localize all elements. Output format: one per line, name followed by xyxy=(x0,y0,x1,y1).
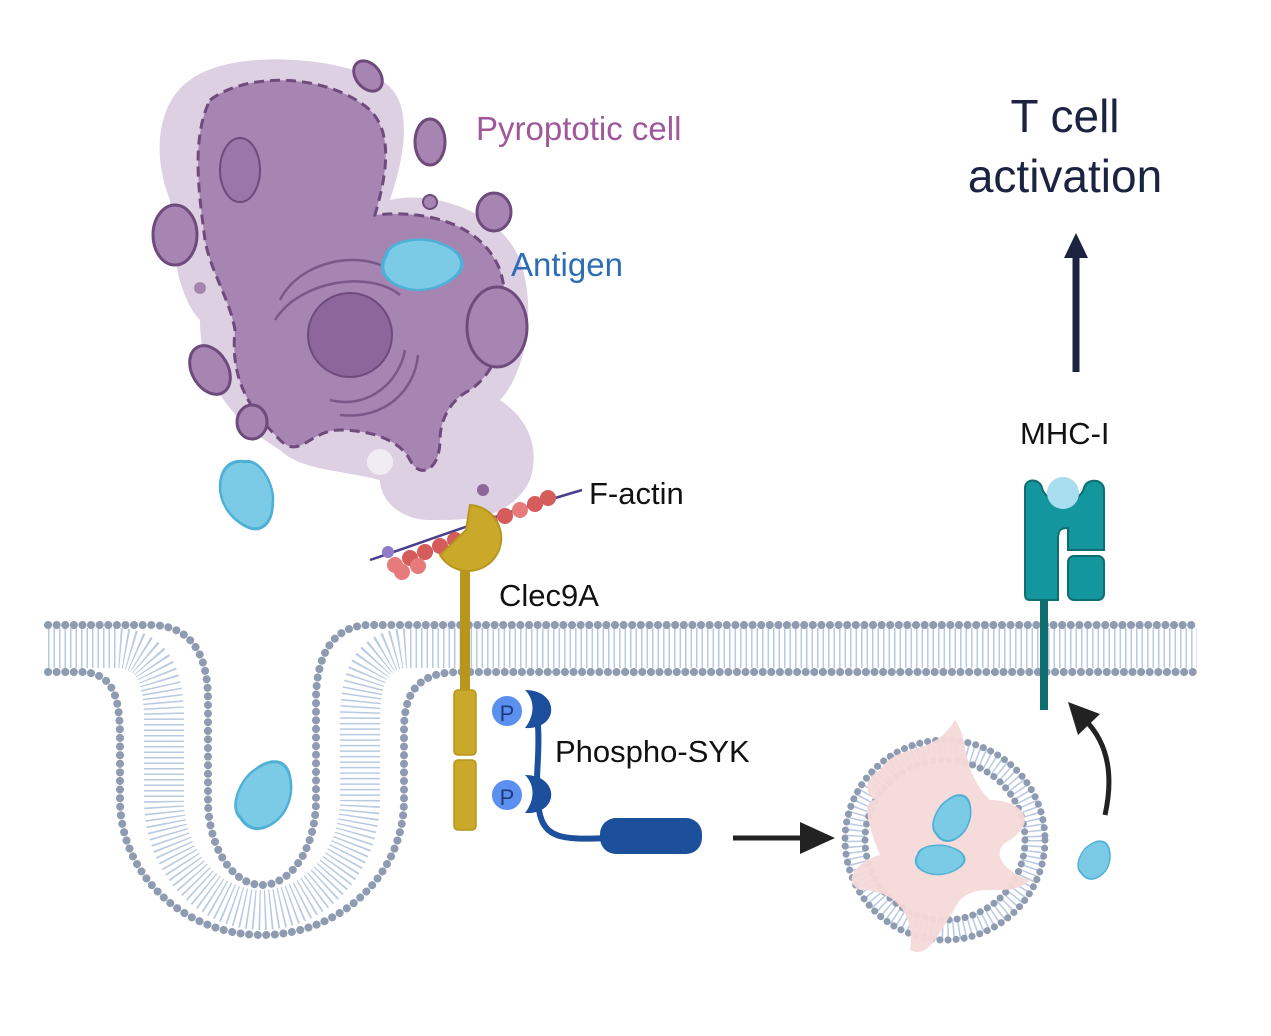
antigen-free xyxy=(209,451,285,539)
clec9a-label: Clec9A xyxy=(499,578,599,613)
pyroptotic-cell xyxy=(151,59,534,521)
phosphate-icon xyxy=(490,694,524,728)
phosphate-label-2: P xyxy=(500,785,515,810)
arrow-right-icon xyxy=(733,822,835,854)
mhc-i-molecule xyxy=(1024,477,1105,710)
curved-arrow-icon xyxy=(1068,702,1112,816)
phosphate-label-1: P xyxy=(500,701,515,726)
mhc-i-label: MHC-I xyxy=(1020,416,1110,451)
antigen-peptide xyxy=(1071,834,1119,886)
phospho-syk xyxy=(490,690,702,854)
t-cell-activation-label: T cell activation xyxy=(967,90,1163,202)
f-actin-label: F-actin xyxy=(589,476,684,511)
clec9a-receptor xyxy=(438,503,503,831)
arrow-up-icon xyxy=(1064,233,1088,372)
phospho-syk-label: Phospho-SYK xyxy=(555,734,750,769)
plasma-membrane xyxy=(44,621,1201,939)
antigen-endocytosed xyxy=(223,750,306,840)
antigen-label: Antigen xyxy=(511,246,623,283)
phosphate-icon xyxy=(490,778,524,812)
pyroptotic-cell-label: Pyroptotic cell xyxy=(476,110,682,147)
